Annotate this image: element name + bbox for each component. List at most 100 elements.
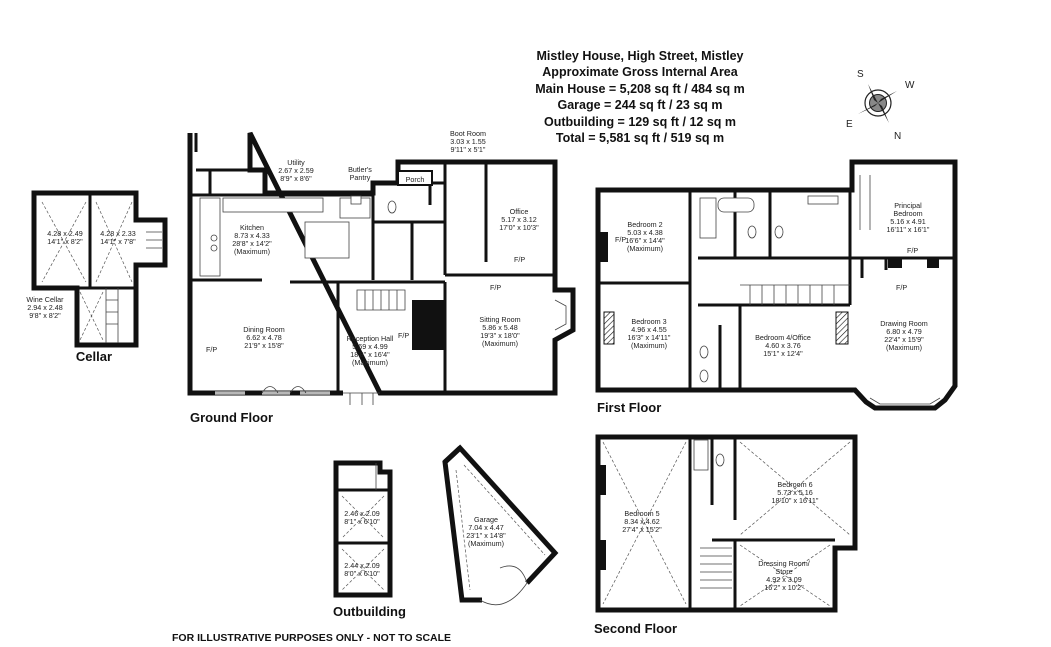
bedroom3-label: Bedroom 3 4.96 x 4.55 16'3" x 14'11" (Ma…	[628, 317, 671, 350]
svg-text:27'4" x 15'2": 27'4" x 15'2"	[622, 525, 662, 534]
svg-text:8'0" x 6'10": 8'0" x 6'10"	[344, 569, 380, 578]
svg-text:Store: Store	[775, 567, 792, 576]
compass-e: E	[846, 119, 853, 130]
cellar-plan: 4.28 x 2.49 14'1" x 8'2" 4.28 x 2.33 14'…	[26, 190, 168, 364]
plan-header: Mistley House, High Street, Mistley Appr…	[470, 48, 810, 146]
svg-text:Bedroom 3: Bedroom 3	[631, 317, 666, 326]
svg-text:14'1" x 8'2": 14'1" x 8'2"	[47, 237, 83, 246]
svg-text:Bedroom 4/Office: Bedroom 4/Office	[755, 333, 811, 342]
svg-text:Bedroom: Bedroom	[893, 209, 922, 218]
svg-text:2.44 x 2.09: 2.44 x 2.09	[344, 561, 380, 570]
svg-text:5.69 x 4.99: 5.69 x 4.99	[352, 342, 388, 351]
svg-text:Office: Office	[510, 207, 529, 216]
bedroom2-label: Bedroom 2 5.03 x 4.38 16'6" x 14'4" (Max…	[625, 220, 665, 253]
outbuilding-room2-label: 2.44 x 2.09 8'0" x 6'10"	[344, 561, 380, 578]
second-floor-plan: Bedroom 5 8.34 x 4.62 27'4" x 15'2" Bedr…	[594, 434, 858, 636]
svg-text:Bedroom 2: Bedroom 2	[627, 220, 662, 229]
garage-label: Garage 7.04 x 4.47 23'1" x 14'8" (Maximu…	[466, 515, 506, 548]
svg-text:(Maximum): (Maximum)	[468, 539, 504, 548]
address-title: Mistley House, High Street, Mistley	[536, 49, 744, 63]
svg-text:18'8" x 16'4": 18'8" x 16'4"	[350, 350, 390, 359]
svg-text:15'1" x 12'4": 15'1" x 12'4"	[763, 349, 803, 358]
sitting-room-label: Sitting Room 5.86 x 5.48 19'3" x 18'0" (…	[479, 315, 520, 348]
svg-text:3.03 x 1.55: 3.03 x 1.55	[450, 137, 486, 146]
cellar-room-2-label: 4.28 x 2.33 14'1" x 7'8"	[100, 229, 136, 246]
svg-text:Dressing Room/: Dressing Room/	[758, 559, 810, 568]
total-area: Total = 5,581 sq ft / 519 sq m	[555, 131, 725, 146]
ground-floor-plan: Utility 2.67 x 2.59 8'9" x 8'6" Butler's…	[187, 129, 576, 425]
svg-text:(Maximum): (Maximum)	[482, 339, 518, 348]
drawing-room-label: Drawing Room 6.80 x 4.79 22'4" x 15'9" (…	[880, 319, 928, 352]
svg-text:17'0" x 10'3": 17'0" x 10'3"	[499, 223, 539, 232]
outbuilding-room1-label: 2.46 x 2.09 8'1" x 6'10"	[344, 509, 380, 526]
principal-bedroom-label: Principal Bedroom 5.16 x 4.91 16'11" x 1…	[887, 201, 930, 234]
garage-area: Garage = 244 sq ft / 23 sq m	[557, 98, 723, 113]
svg-text:Sitting Room: Sitting Room	[479, 315, 520, 324]
second-floor-label: Second Floor	[594, 621, 677, 636]
svg-text:(Maximum): (Maximum)	[627, 244, 663, 253]
kitchen-label: Kitchen 8.73 x 4.33 28'8" x 14'2" (Maxim…	[232, 223, 272, 256]
svg-text:16'2" x 10'2": 16'2" x 10'2"	[764, 583, 804, 592]
svg-text:Boot Room: Boot Room	[450, 129, 486, 138]
svg-text:Kitchen: Kitchen	[240, 223, 264, 232]
reception-hall-label: Reception Hall 5.69 x 4.99 18'8" x 16'4"…	[347, 334, 394, 367]
wine-cellar-label: Wine Cellar 2.94 x 2.48 9'8" x 8'2"	[26, 295, 64, 320]
sitting-fireplace-label: F/P	[490, 283, 501, 292]
svg-text:8'9" x 8'6": 8'9" x 8'6"	[280, 174, 312, 183]
svg-text:7.04 x 4.47: 7.04 x 4.47	[468, 523, 504, 532]
svg-text:(Maximum): (Maximum)	[234, 247, 270, 256]
svg-text:4.92 x 3.09: 4.92 x 3.09	[766, 575, 802, 584]
svg-text:8.73 x 4.33: 8.73 x 4.33	[234, 231, 270, 240]
svg-text:5.03 x 4.38: 5.03 x 4.38	[627, 228, 663, 237]
svg-text:5.16 x 4.91: 5.16 x 4.91	[890, 217, 926, 226]
bedroom5-label: Bedroom 5 8.34 x 4.62 27'4" x 15'2"	[622, 509, 662, 534]
svg-text:2.46 x 2.09: 2.46 x 2.09	[344, 509, 380, 518]
office-label: Office 5.17 x 3.12 17'0" x 10'3"	[499, 207, 539, 232]
first-floor-plan: Bedroom 2 5.03 x 4.38 16'6" x 14'4" (Max…	[595, 159, 958, 415]
principal-fireplace-label: F/P	[907, 246, 918, 255]
svg-text:Butler's: Butler's	[348, 165, 372, 174]
outbuilding-area: Outbuilding = 129 sq ft / 12 sq m	[543, 114, 737, 129]
svg-text:16'6" x 14'4": 16'6" x 14'4"	[625, 236, 665, 245]
svg-text:9'11" x 5'1": 9'11" x 5'1"	[451, 145, 486, 154]
porch-label: Porch	[406, 175, 425, 184]
boot-room-label: Boot Room 3.03 x 1.55 9'11" x 5'1"	[450, 129, 486, 154]
cellar-floor-label: Cellar	[76, 349, 112, 364]
svg-text:2.94 x 2.48: 2.94 x 2.48	[27, 303, 63, 312]
dressing-room-label: Dressing Room/ Store 4.92 x 3.09 16'2" x…	[758, 559, 810, 592]
svg-text:Wine Cellar: Wine Cellar	[26, 295, 64, 304]
disclaimer: FOR ILLUSTRATIVE PURPOSES ONLY - NOT TO …	[172, 632, 451, 644]
outbuilding-floor-label: Outbuilding	[333, 604, 406, 619]
svg-text:23'1" x 14'8": 23'1" x 14'8"	[466, 531, 506, 540]
svg-text:6.62 x 4.78: 6.62 x 4.78	[246, 333, 282, 342]
svg-text:16'11" x 16'1": 16'11" x 16'1"	[887, 225, 930, 234]
dining-room-label: Dining Room 6.62 x 4.78 21'9" x 15'8"	[243, 325, 285, 350]
bedroom4-label: Bedroom 4/Office 4.60 x 3.76 15'1" x 12'…	[755, 333, 811, 358]
svg-text:(Maximum): (Maximum)	[352, 358, 388, 367]
svg-text:Pantry: Pantry	[350, 173, 371, 182]
office-fireplace-label: F/P	[514, 255, 525, 264]
garage-plan: Garage 7.04 x 4.47 23'1" x 14'8" (Maximu…	[442, 444, 559, 606]
svg-text:18'10" x 16'11": 18'10" x 16'11"	[772, 496, 819, 505]
svg-text:4.60 x 3.76: 4.60 x 3.76	[765, 341, 801, 350]
dining-fireplace-label: F/P	[206, 345, 217, 354]
svg-text:Bedroom 5: Bedroom 5	[624, 509, 659, 518]
svg-text:16'3" x 14'11": 16'3" x 14'11"	[628, 333, 671, 342]
svg-text:(Maximum): (Maximum)	[631, 341, 667, 350]
compass-rose: S W E N	[846, 69, 915, 142]
outbuilding-plan: 2.46 x 2.09 8'1" x 6'10" 2.44 x 2.09 8'0…	[333, 460, 406, 619]
bedroom6-label: Bedroom 6 5.73 x 5.16 18'10" x 16'11"	[772, 480, 819, 505]
ground-floor-label: Ground Floor	[190, 410, 273, 425]
svg-text:Bedroom 6: Bedroom 6	[777, 480, 812, 489]
first-floor-label: First Floor	[597, 400, 661, 415]
butlers-pantry-label: Butler's Pantry	[348, 165, 372, 182]
svg-text:21'9" x 15'8": 21'9" x 15'8"	[244, 341, 284, 350]
svg-text:(Maximum): (Maximum)	[886, 343, 922, 352]
drawing-fireplace-label: F/P	[896, 283, 907, 292]
svg-text:22'4" x 15'9": 22'4" x 15'9"	[884, 335, 924, 344]
svg-text:19'3" x 18'0": 19'3" x 18'0"	[480, 331, 520, 340]
svg-text:Dining Room: Dining Room	[243, 325, 285, 334]
svg-text:Reception Hall: Reception Hall	[347, 334, 394, 343]
svg-text:8'1" x 6'10": 8'1" x 6'10"	[344, 517, 380, 526]
